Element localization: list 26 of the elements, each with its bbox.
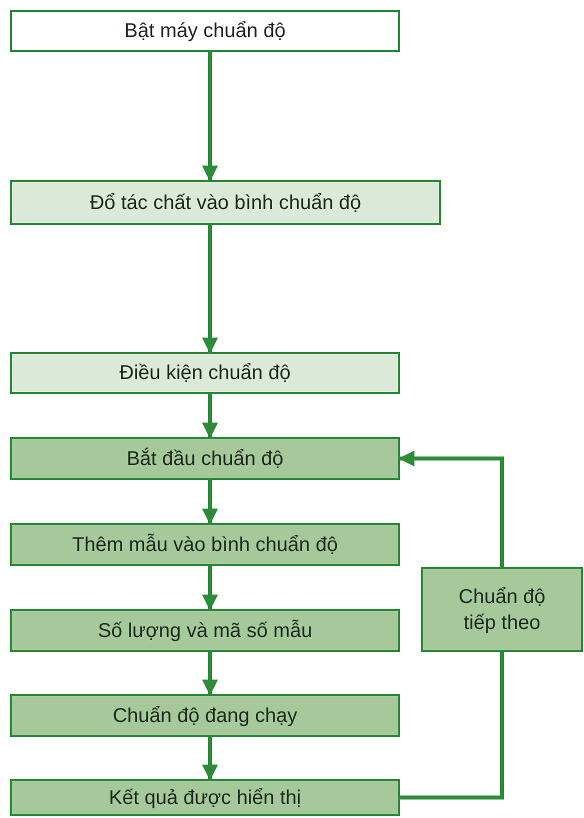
process-box: [10, 437, 400, 480]
step-label: Chuẩn độ đang chạy: [112, 704, 298, 728]
process-box: [10, 609, 400, 652]
arrow: [398, 450, 504, 567]
arrow: [202, 52, 218, 182]
step-label: Bắt đầu chuẩn độ: [126, 446, 284, 472]
step-label: Kết quả được hiển thị: [108, 786, 302, 810]
step-label: Bật máy chuẩn độ: [124, 19, 286, 44]
step-label: Thêm mẫu vào bình chuẩn độ: [72, 532, 338, 558]
process-box: [10, 694, 400, 737]
process-box: [10, 523, 400, 566]
step-label: Chuẩn độ tiếp theo: [458, 584, 546, 636]
step-label: Đổ tác chất vào bình chuẩn độ: [90, 190, 362, 216]
arrow: [202, 394, 218, 439]
arrow: [202, 566, 218, 611]
process-box: [10, 180, 441, 225]
arrow: [202, 225, 218, 354]
process-box: [10, 352, 400, 394]
process-box: [421, 567, 583, 652]
arrow: [202, 652, 218, 696]
step-label: Điều kiện chuẩn độ: [119, 361, 291, 386]
arrow: [202, 480, 218, 525]
process-box: [10, 10, 400, 52]
process-box: [10, 779, 400, 816]
step-label: Số lượng và mã số mẫu: [98, 618, 312, 644]
arrow: [202, 737, 218, 781]
